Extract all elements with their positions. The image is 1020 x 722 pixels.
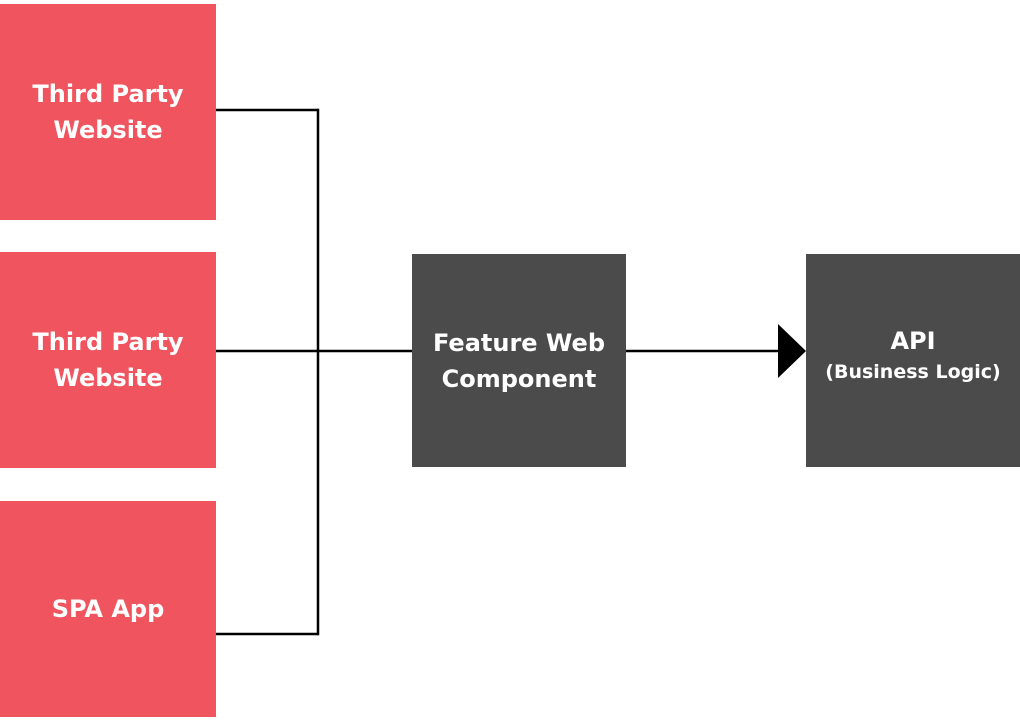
box-label-line: SPA App [51,595,165,623]
api-subtitle: (Business Logic) [825,360,1001,383]
spa-app-box: SPA App [0,501,216,717]
box-label-line: Website [53,116,163,144]
api-title: API [890,326,936,355]
feature-web-component-box: Feature Web Component [412,254,626,467]
box-label-line: Feature Web [433,328,605,357]
arrowhead [778,324,806,378]
box-label-line: Component [441,364,597,393]
box-label-line: Website [53,364,163,392]
box-label-line: Third Party [32,80,184,108]
box-label-line: Third Party [32,328,184,356]
api-box: API (Business Logic) [806,254,1020,467]
third-party-website-box-2: Third Party Website [0,252,216,468]
third-party-website-box-1: Third Party Website [0,4,216,220]
